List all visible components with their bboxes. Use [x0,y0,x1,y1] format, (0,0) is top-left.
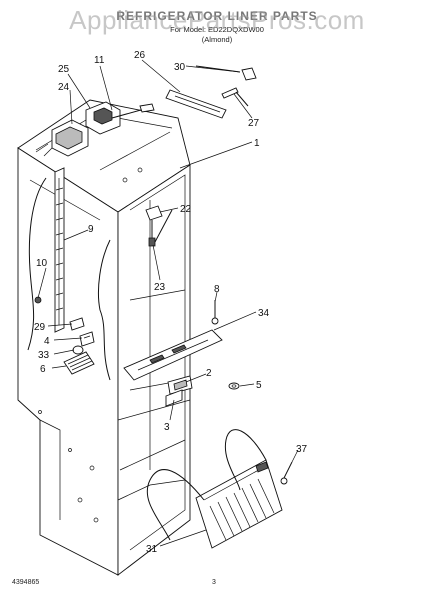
callout-25: 25 [58,64,70,75]
callout-22: 22 [180,204,192,215]
leader-lines [37,59,299,547]
callout-24: 24 [58,82,70,93]
screw-37 [280,461,293,485]
callout-5: 5 [256,380,262,391]
callout-3: 3 [164,422,170,433]
washer-5 [228,382,240,390]
page-number: 3 [212,579,216,586]
callout-30: 30 [174,62,186,73]
callout-26: 26 [134,50,146,61]
part-4 [79,331,95,347]
callout-37: 37 [296,444,308,455]
callout-33: 33 [38,350,50,361]
callout-31: 31 [146,544,158,555]
callouts: 25 11 26 30 24 27 1 22 9 10 23 8 34 29 4… [34,50,308,555]
model-line: For Model: ED22DQXDW00 [170,25,264,34]
callout-6: 6 [40,364,46,375]
screw-8 [211,300,219,325]
cover-34 [123,329,223,381]
callout-34: 34 [258,308,270,319]
rail-slots [55,187,64,311]
shelf-rail [54,167,65,333]
model-code: (Almond) [201,35,233,44]
cover-31 [146,429,283,549]
callout-27: 27 [248,118,260,129]
watermark: AppliancePartsPros.com [69,5,365,35]
part-29 [69,317,85,331]
page-title: REFRIGERATOR LINER PARTS [116,9,318,23]
callout-4: 4 [44,336,50,347]
bracket-22 [145,205,173,247]
callout-1: 1 [254,138,260,149]
callout-10: 10 [36,258,48,269]
grille-6 [63,351,95,375]
callout-29: 29 [34,322,46,333]
callout-2: 2 [206,368,212,379]
top-trim [165,65,257,119]
liner-tube [27,177,47,351]
callout-8: 8 [214,284,220,295]
screw-27 [221,87,239,99]
callout-23: 23 [154,282,166,293]
bracket-2 [167,375,193,395]
part-33 [72,345,84,355]
clip-30 [241,67,257,81]
bracket-3 [165,389,183,407]
cover-31-ribs [209,478,275,541]
trim-26 [165,89,227,119]
callout-9: 9 [88,224,94,235]
callout-11: 11 [94,55,105,66]
footer-code: 4394865 [12,579,40,586]
